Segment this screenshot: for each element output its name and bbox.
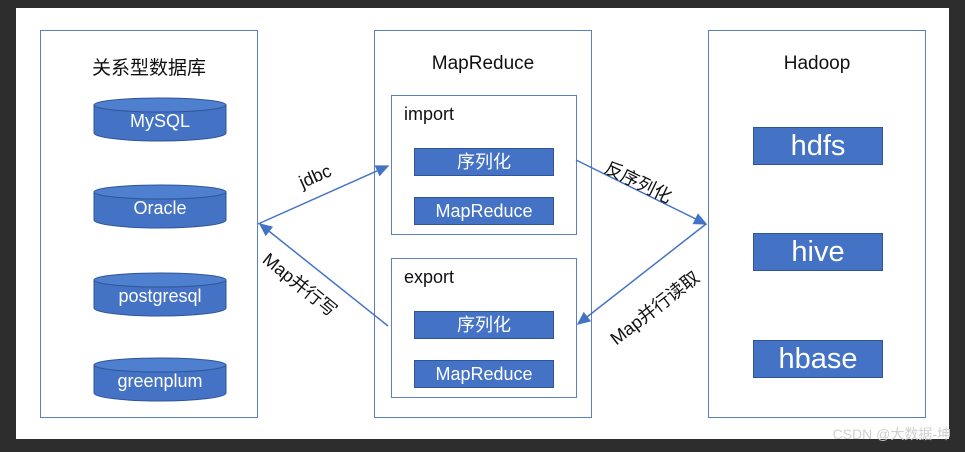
import-serialize-chip: 序列化 — [414, 148, 554, 176]
db-label-mysql: MySQL — [129, 111, 190, 131]
import-mapreduce-chip: MapReduce — [414, 197, 554, 225]
export-title: export — [404, 267, 455, 287]
import-box: import 序列化 MapReduce — [391, 95, 577, 235]
hdfs-box: hdfs — [753, 127, 883, 165]
export-mapreduce-chip: MapReduce — [414, 360, 554, 388]
db-cylinder-mysql: MySQL — [93, 97, 227, 142]
db-label-greenplum: greenplum — [117, 371, 203, 391]
db-label-oracle: Oracle — [133, 198, 187, 218]
export-serialize-chip: 序列化 — [414, 311, 554, 339]
deserialize-arrow — [575, 159, 708, 225]
map-read-arrow — [576, 223, 707, 325]
diagram-canvas: 关系型数据库 MySQL Oracle postgresql — [16, 8, 949, 439]
cylinder-icon — [93, 184, 227, 229]
cylinder-icon — [93, 357, 227, 402]
relational-db-panel: 关系型数据库 MySQL Oracle postgresql — [40, 30, 258, 418]
mapreduce-title: MapReduce — [431, 53, 535, 74]
hadoop-panel: Hadoop hdfs hive hbase — [708, 30, 926, 418]
cylinder-icon — [93, 97, 227, 142]
cylinder-icon — [93, 272, 227, 317]
map-write-arrow — [258, 223, 389, 327]
db-cylinder-oracle: Oracle — [93, 184, 227, 229]
hadoop-title: Hadoop — [783, 53, 851, 74]
db-cylinder-greenplum: greenplum — [93, 357, 227, 402]
watermark: CSDN @大数据-坤 — [832, 426, 951, 442]
db-cylinder-postgresql: postgresql — [93, 272, 227, 317]
flow-arrows — [257, 159, 708, 327]
db-label-postgresql: postgresql — [118, 286, 202, 306]
hive-box: hive — [753, 233, 883, 271]
mapreduce-panel: MapReduce import 序列化 MapReduce export 序列… — [374, 30, 592, 418]
export-box: export 序列化 MapReduce — [391, 258, 577, 398]
relational-db-title: 关系型数据库 — [91, 58, 206, 79]
import-title: import — [404, 104, 455, 124]
hbase-box: hbase — [753, 340, 883, 378]
jdbc-arrow — [257, 165, 390, 225]
